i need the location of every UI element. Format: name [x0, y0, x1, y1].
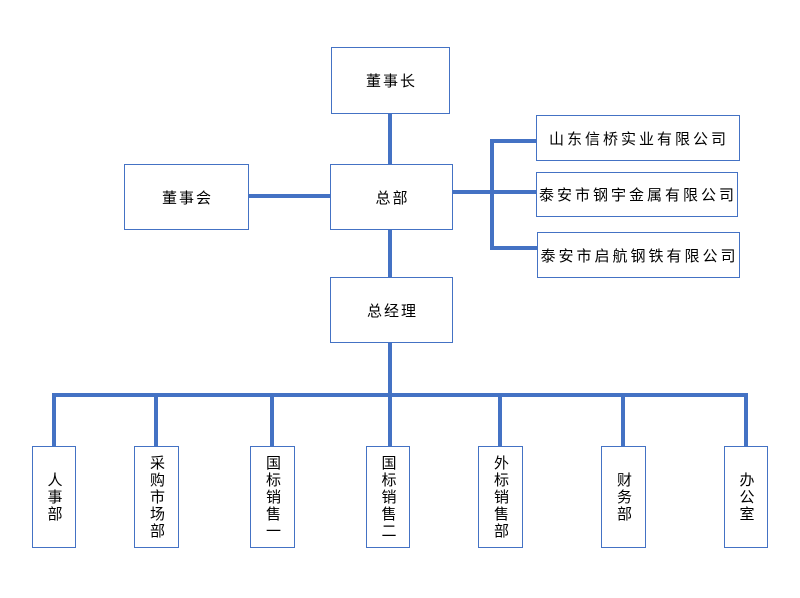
node-headquarters: 总部 [330, 164, 453, 230]
node-dept-waibiao-sales-label: 外标销售部 [492, 454, 509, 540]
node-dept-office: 办公室 [724, 446, 768, 548]
node-dept-finance: 财务部 [601, 446, 646, 548]
node-dept-guobiao-sales-2-label: 国标销售二 [379, 454, 397, 540]
connector-departments-horizontal-bus [52, 393, 748, 397]
node-dept-guobiao-sales-1-label: 国标销售一 [264, 454, 281, 540]
connector-stub-dept-purchasing-market [154, 393, 158, 446]
node-general-manager-label: 总经理 [366, 302, 418, 320]
node-subsidiary-3: 泰安市启航钢铁有限公司 [537, 232, 740, 278]
node-dept-waibiao-sales: 外标销售部 [478, 446, 523, 548]
node-subsidiary-1: 山东信桥实业有限公司 [536, 115, 740, 161]
node-board-of-directors-label: 董事会 [161, 189, 213, 207]
node-chairman-label: 董事长 [365, 73, 417, 90]
connector-stub-dept-office [744, 393, 748, 446]
node-dept-finance-label: 财务部 [615, 471, 632, 523]
node-chairman: 董事长 [331, 47, 450, 114]
node-dept-purchasing-market-label: 采购市场部 [148, 454, 165, 540]
connector-chairman-headquarters [388, 113, 392, 165]
node-subsidiary-1-label: 山东信桥实业有限公司 [548, 130, 729, 148]
connector-stub-dept-hr [52, 393, 56, 446]
connector-stub-subsidiary-3 [490, 246, 537, 250]
node-subsidiary-2: 泰安市钢宇金属有限公司 [536, 172, 738, 217]
connector-stub-dept-waibiao-sales [498, 393, 502, 446]
node-dept-hr-label: 人事部 [45, 471, 63, 523]
node-subsidiary-3-label: 泰安市启航钢铁有限公司 [540, 247, 739, 265]
node-dept-guobiao-sales-2: 国标销售二 [366, 446, 410, 548]
node-dept-office-label: 办公室 [737, 471, 755, 523]
node-dept-guobiao-sales-1: 国标销售一 [250, 446, 295, 548]
node-dept-purchasing-market: 采购市场部 [134, 446, 179, 548]
node-subsidiary-2-label: 泰安市钢宇金属有限公司 [539, 187, 738, 204]
node-headquarters-label: 总部 [375, 189, 410, 207]
connector-headquarters-subsidiaries-feed [452, 190, 536, 194]
node-general-manager: 总经理 [330, 277, 453, 343]
connector-stub-subsidiary-1 [490, 139, 537, 143]
connector-stub-dept-guobiao-sales-1 [270, 393, 274, 446]
connector-stub-dept-finance [621, 393, 625, 446]
node-board-of-directors: 董事会 [124, 164, 249, 230]
connector-subsidiaries-vertical-bus [490, 139, 494, 250]
connector-board-headquarters [249, 194, 331, 198]
node-dept-hr: 人事部 [32, 446, 76, 548]
connector-headquarters-general-manager [388, 229, 392, 278]
